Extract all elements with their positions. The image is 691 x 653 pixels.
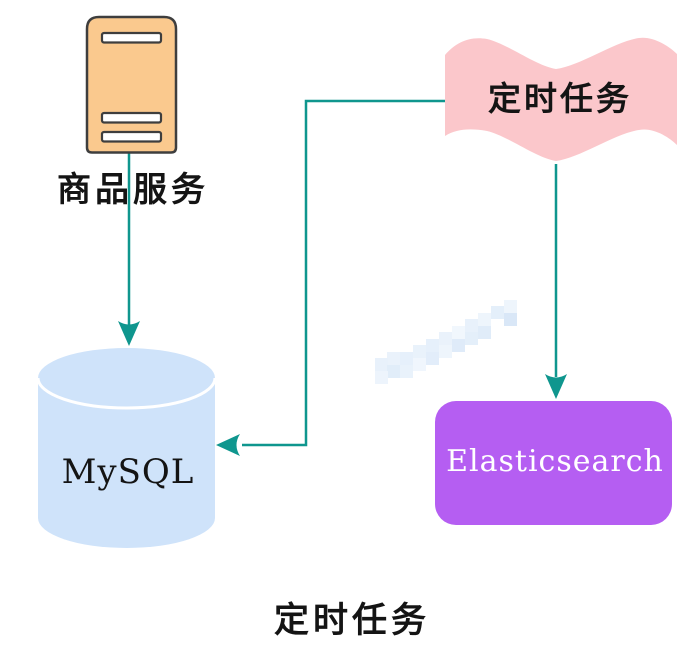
mysql-label: MySQL (61, 452, 195, 492)
mysql-cylinder (36, 348, 217, 549)
server-icon (85, 15, 178, 154)
mysql-cylinder-body (38, 348, 215, 549)
elasticsearch-label: Elasticsearch (446, 444, 664, 479)
elasticsearch-box (435, 401, 672, 525)
watermark (375, 300, 517, 384)
scheduled-task-label: 定时任务 (488, 79, 632, 118)
mysql-cylinder-top-arc (36, 377, 217, 410)
arrowhead-left-mysql-icon (216, 434, 240, 456)
diagram-caption: 定时任务 (273, 600, 431, 641)
server-slot (100, 111, 163, 124)
edge-scheduled-task-to-mysql (242, 99, 445, 447)
arrowhead-down-mysql-icon (118, 321, 140, 346)
scheduled-task-shape (445, 37, 677, 161)
product-service-label: 商品服务 (57, 170, 209, 210)
server-slot (100, 31, 163, 44)
server-slot (100, 130, 163, 143)
arrowhead-down-elasticsearch-icon (545, 374, 567, 399)
